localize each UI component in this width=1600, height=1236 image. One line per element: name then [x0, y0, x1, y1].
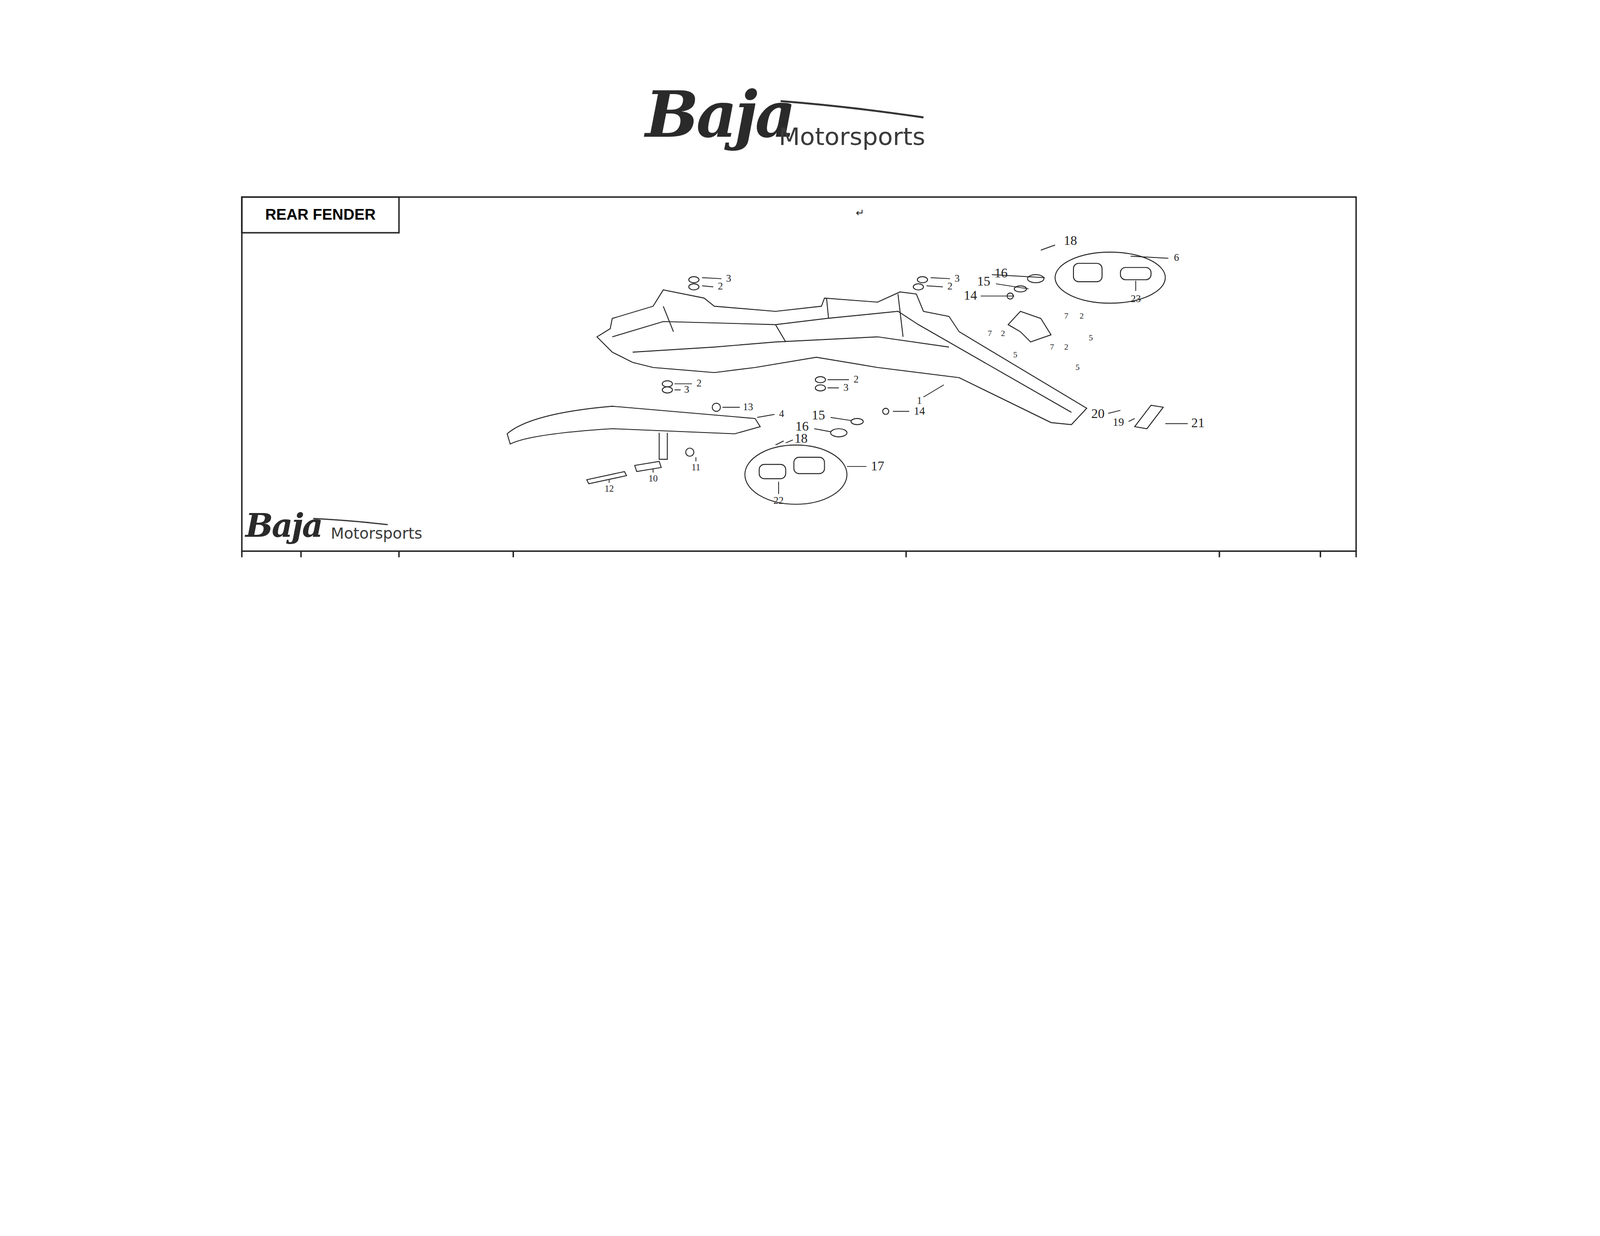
- callout-number: 14: [913, 405, 926, 417]
- callout-number: 20: [1091, 407, 1105, 421]
- callout-number: 16: [994, 266, 1008, 280]
- return-symbol: ↵: [855, 208, 865, 219]
- title-tab: [241, 196, 400, 233]
- callout-number: 3: [843, 382, 849, 393]
- rear-fender-body: [596, 289, 1087, 425]
- callout-number: 7: [1050, 342, 1055, 352]
- callout-number: 15: [811, 408, 825, 422]
- callout-number: 3: [954, 273, 960, 284]
- callout-number: 2: [696, 378, 702, 389]
- fender-parts: [507, 244, 1166, 505]
- callout-number: 18: [794, 432, 808, 446]
- callout-number: 2: [1001, 329, 1006, 338]
- logo-text: Motorsports: [330, 526, 423, 542]
- callout-number: 14: [963, 289, 977, 303]
- callout-number: 1: [916, 396, 923, 407]
- logo-swoosh: [313, 518, 388, 525]
- bracket: [1008, 311, 1051, 342]
- callout-number: 4: [779, 409, 785, 420]
- logo-text: Baja: [245, 509, 322, 542]
- callout-number: 5: [1013, 351, 1018, 360]
- group-outline: [1055, 252, 1166, 304]
- callout-number: 3: [684, 384, 690, 395]
- callout-number: 2: [947, 281, 953, 292]
- callout-number: 7: [1064, 312, 1069, 321]
- frame: [241, 196, 1357, 558]
- logo-swoosh: [780, 101, 924, 118]
- rear-flap: [507, 406, 761, 445]
- callout-number: 5: [1075, 363, 1080, 372]
- diagram-title: REAR FENDER: [265, 207, 376, 223]
- callout-number: 19: [1112, 416, 1124, 429]
- callout-number: 11: [691, 462, 701, 472]
- callout-number: 18: [1063, 234, 1077, 248]
- callout-number: 3: [725, 273, 732, 284]
- logo-text: Baja: [645, 82, 794, 146]
- callout-number: 2: [1079, 312, 1084, 321]
- callout-number: 5: [1088, 333, 1093, 342]
- group-outline: [744, 445, 847, 505]
- callout-number: 15: [976, 274, 991, 288]
- small-plates: [586, 461, 662, 484]
- callout-number: 10: [648, 474, 658, 484]
- callout-number: 6: [1173, 253, 1180, 264]
- callout-number: 13: [742, 401, 753, 413]
- callout-number: 21: [1191, 416, 1205, 431]
- callout-number: 23: [1130, 293, 1141, 304]
- flap-strut: [659, 432, 668, 460]
- diagram-border: [241, 196, 1357, 551]
- table-ticks: [241, 551, 1357, 558]
- leader-lines: [608, 256, 1188, 494]
- callout-number: 12: [604, 484, 614, 494]
- callout-number: 16: [795, 419, 809, 433]
- callout-number: 17: [870, 459, 884, 473]
- callout-number: 2: [1064, 342, 1069, 352]
- logo-text: Motorsports: [778, 124, 926, 150]
- callout-number: 2: [853, 374, 859, 385]
- callout-number: 22: [773, 496, 784, 507]
- fender-detail: [612, 293, 1072, 413]
- callout-number: 2: [718, 281, 724, 292]
- callout-number: 7: [987, 329, 992, 338]
- reflector-strip: [1134, 405, 1164, 429]
